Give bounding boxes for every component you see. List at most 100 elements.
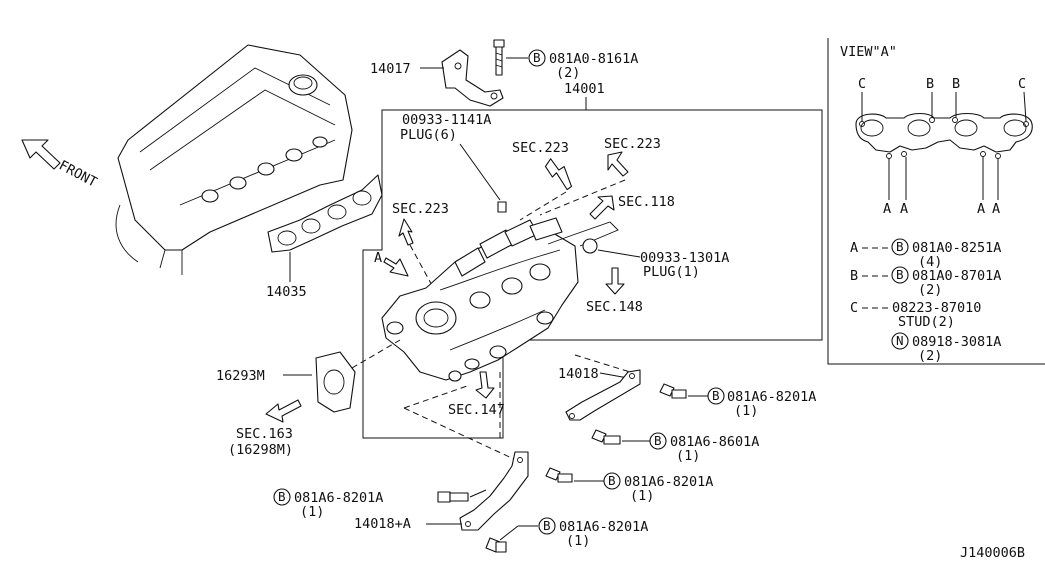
bracket-14017 xyxy=(441,49,504,107)
sec223-left-arrow xyxy=(398,218,414,246)
b-circle-icon: B xyxy=(528,49,546,67)
front-arrow: FRONT xyxy=(21,139,100,191)
engine-head-illustration xyxy=(115,44,353,275)
bracket-14018a xyxy=(459,451,529,531)
svg-text:C: C xyxy=(850,300,858,316)
bolt-icon xyxy=(493,39,505,76)
part-14018-label: 14018 xyxy=(558,366,599,382)
svg-text:B: B xyxy=(712,388,720,403)
b-circle-icon: B xyxy=(603,472,621,490)
sec223-right-arrow xyxy=(607,151,629,177)
svg-text:08223-87010: 08223-87010 xyxy=(892,300,981,316)
plug1-label: PLUG(6) xyxy=(400,127,457,143)
svg-text:B: B xyxy=(896,267,904,282)
sec223-center: SEC.223 xyxy=(512,140,569,156)
svg-text:B: B xyxy=(278,489,286,504)
svg-text:B: B xyxy=(896,239,904,254)
plug2-code: 00933-1301A xyxy=(640,250,729,266)
sec148-arrow xyxy=(605,267,625,295)
view-a-title: VIEW"A" xyxy=(840,44,897,60)
gasket-16293m xyxy=(315,351,356,413)
bolt-top-code: 081A0-8161A xyxy=(549,51,638,67)
view-a2: A xyxy=(900,201,908,217)
legend-b: B B 081A0-8701A (2) xyxy=(850,266,1001,298)
sec118: SEC.118 xyxy=(618,194,675,210)
svg-text:(4): (4) xyxy=(918,254,942,270)
part-14035-label: 14035 xyxy=(266,284,307,300)
legend-c: C 08223-87010 STUD(2) xyxy=(850,300,981,330)
view-a-flange-drawing xyxy=(855,112,1033,159)
front-label: FRONT xyxy=(56,157,99,190)
part-14017-label: 14017 xyxy=(370,61,411,77)
legend-a: A B 081A0-8251A (4) xyxy=(850,238,1001,270)
sec223-center-arrow xyxy=(544,158,573,191)
sec223-right: SEC.223 xyxy=(604,136,661,152)
svg-text:B: B xyxy=(543,518,551,533)
svg-text:N: N xyxy=(896,333,904,348)
svg-text:(2): (2) xyxy=(918,348,942,364)
sec223-left: SEC.223 xyxy=(392,201,449,217)
sec163-sub: (16298M) xyxy=(228,442,293,458)
view-a-marker: A xyxy=(374,250,382,266)
sec118-arrow xyxy=(589,195,615,220)
view-b-left: B xyxy=(926,76,934,92)
svg-text:08918-3081A: 08918-3081A xyxy=(912,334,1001,350)
part-16293m-label: 16293M xyxy=(216,368,265,384)
plug-icon xyxy=(497,201,507,213)
bolt-icon xyxy=(437,491,469,503)
svg-text:(2): (2) xyxy=(918,282,942,298)
bolt-icon xyxy=(659,383,687,399)
svg-text:B: B xyxy=(850,268,858,284)
b-circle-icon: B xyxy=(273,488,291,506)
plug2-label: PLUG(1) xyxy=(643,264,700,280)
svg-text:B: B xyxy=(533,50,541,65)
b-circle-icon: B xyxy=(891,238,909,256)
part-14018a-label: 14018+A xyxy=(354,516,411,532)
bolt-icon xyxy=(545,467,573,483)
bolt-l1-code: 081A6-8201A xyxy=(294,490,383,506)
bracket-14018 xyxy=(565,369,641,421)
diagram-id: J140006B xyxy=(960,545,1025,561)
b-circle-icon: B xyxy=(707,387,725,405)
legend-n: N 08918-3081A (2) xyxy=(891,332,1001,364)
sec163-arrow xyxy=(265,399,302,423)
svg-text:B: B xyxy=(608,473,616,488)
bolt-r3-code: 081A6-8201A xyxy=(624,474,713,490)
bolt-icon xyxy=(591,429,621,445)
n-circle-icon: N xyxy=(891,332,909,350)
b-circle-icon: B xyxy=(649,432,667,450)
view-a-panel xyxy=(827,38,1045,365)
svg-text:081A0-8701A: 081A0-8701A xyxy=(912,268,1001,284)
view-c-left: C xyxy=(858,76,866,92)
view-a3: A xyxy=(977,201,985,217)
bolt-b1-qty: (1) xyxy=(566,533,590,549)
view-c-right: C xyxy=(1018,76,1026,92)
bolt-r3-qty: (1) xyxy=(630,488,654,504)
bolt-b1-code: 081A6-8201A xyxy=(559,519,648,535)
sec147: SEC.147 xyxy=(448,402,505,418)
b-circle-icon: B xyxy=(538,517,556,535)
svg-text:STUD(2): STUD(2) xyxy=(898,314,955,330)
bolt-r2-code: 081A6-8601A xyxy=(670,434,759,450)
b-circle-icon: B xyxy=(891,266,909,284)
plug1-code: 00933-1141A xyxy=(402,112,491,128)
bolt-icon xyxy=(485,537,507,553)
bolt-l1-qty: (1) xyxy=(300,504,324,520)
intake-manifold xyxy=(381,217,619,382)
sec163: SEC.163 xyxy=(236,426,293,442)
gasket-14035 xyxy=(267,174,383,282)
bolt-r1-code: 081A6-8201A xyxy=(727,389,816,405)
sec148: SEC.148 xyxy=(586,299,643,315)
view-a-arrow xyxy=(383,257,409,277)
view-b-right: B xyxy=(952,76,960,92)
view-a1: A xyxy=(883,201,891,217)
svg-text:A: A xyxy=(850,240,858,256)
bolt-top-qty: (2) xyxy=(556,65,580,81)
sec147-arrow xyxy=(475,371,495,399)
bolt-r1-qty: (1) xyxy=(734,403,758,419)
assembly-14001-box xyxy=(362,109,823,439)
part-14001-label: 14001 xyxy=(564,81,605,97)
svg-text:B: B xyxy=(654,433,662,448)
